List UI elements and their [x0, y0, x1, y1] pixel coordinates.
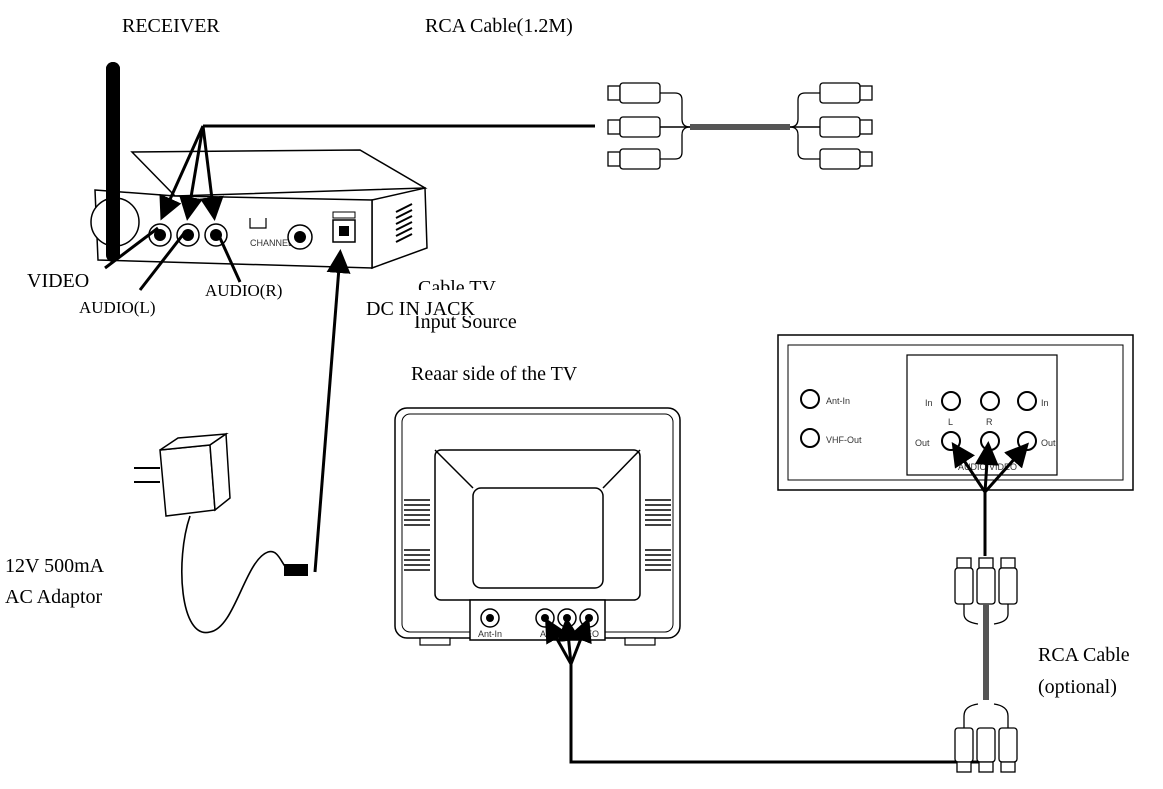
- rear-tv-label: Reaar side of the TV: [411, 363, 578, 385]
- optional-label: (optional): [1038, 676, 1117, 698]
- svg-text:Ant-In: Ant-In: [826, 396, 850, 406]
- rca-cable-top-icon: [607, 82, 873, 170]
- svg-text:Out: Out: [1041, 438, 1056, 448]
- tv-input-arrows: [545, 617, 592, 665]
- svg-text:L: L: [948, 417, 953, 427]
- svg-text:R: R: [986, 417, 993, 427]
- adaptor-label-line2: AC Adaptor: [5, 586, 103, 608]
- input-source-label: Input Source: [414, 316, 517, 333]
- video-label: VIDEO: [27, 271, 90, 287]
- svg-text:CHANNEL: CHANNEL: [250, 238, 293, 248]
- rca-cable-optional-label: RCA Cable: [1038, 644, 1130, 666]
- cable-tv-label: Cable TV: [418, 278, 496, 290]
- receiver-device: CHANNEL: [90, 62, 428, 270]
- svg-text:In: In: [1041, 398, 1049, 408]
- svg-text:VHF-Out: VHF-Out: [826, 435, 862, 445]
- dc-in-jack-label: DC IN JACK: [366, 298, 475, 320]
- rca-cable-top-label: RCA Cable(1.2M): [425, 15, 573, 37]
- dc-power-line: [313, 249, 351, 573]
- adaptor-label-line1: 12V 500mA: [5, 555, 105, 577]
- audio-r-label: AUDIO(R): [205, 281, 283, 300]
- svg-text:In: In: [925, 398, 933, 408]
- svg-text:Ant-In: Ant-In: [478, 629, 502, 639]
- rca-cable-optional-icon: [954, 557, 1018, 773]
- tv-rear-icon: Ant-In AUDIO VIDEO: [394, 407, 681, 646]
- receiver-label-pointers: [104, 226, 242, 291]
- cable-source-arrows: [951, 441, 1029, 493]
- ac-adaptor-icon: [134, 432, 308, 634]
- receiver-jack-arrows: [159, 125, 224, 221]
- svg-text:Out: Out: [915, 438, 930, 448]
- tv-rca-line: [569, 664, 987, 764]
- audio-l-label: AUDIO(L): [79, 298, 156, 317]
- receiver-label: RECEIVER: [122, 15, 220, 37]
- cable-tv-source-icon: Ant-In VHF-Out In In L R Out Out AUDIO V…: [777, 334, 1134, 491]
